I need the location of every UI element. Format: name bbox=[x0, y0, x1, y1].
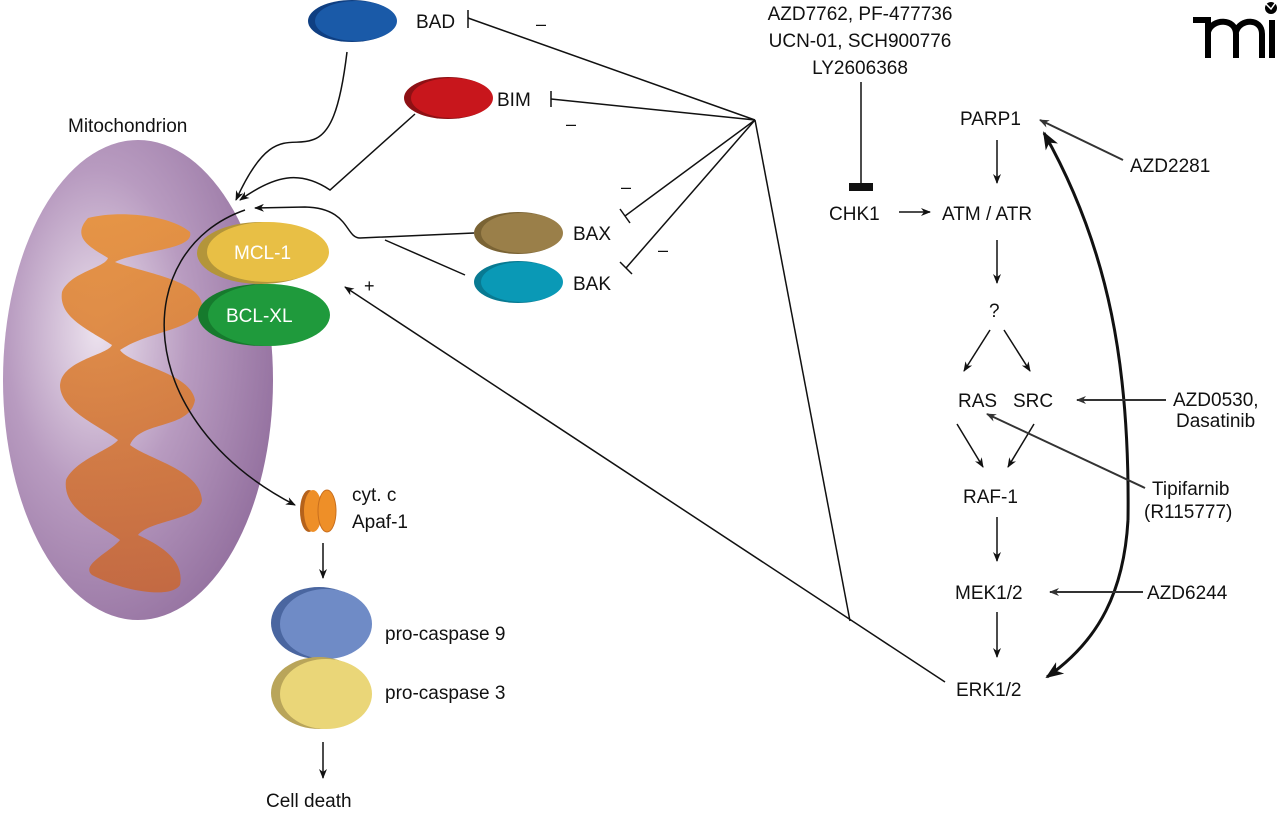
cell-death-label: Cell death bbox=[266, 791, 352, 812]
bad-ellipse bbox=[315, 1, 397, 41]
ras-label: RAS bbox=[958, 391, 997, 412]
bclxl-ellipse bbox=[208, 284, 330, 346]
src-to-raf-arrow bbox=[1007, 423, 1035, 468]
hub-to-bim-inhibit bbox=[550, 98, 756, 121]
apaf1-label: Apaf-1 bbox=[352, 512, 408, 533]
inhibition-hub: – – – – bbox=[467, 10, 851, 622]
bak-node: BAK bbox=[474, 261, 611, 303]
bak-tbar bbox=[619, 261, 633, 275]
logo-m-shape bbox=[1193, 17, 1265, 58]
bax-effect-sign: – bbox=[621, 177, 631, 197]
bim-label: BIM bbox=[497, 90, 531, 111]
ras-drug-label-1: Tipifarnib bbox=[1152, 479, 1229, 500]
procaspase3-label: pro-caspase 3 bbox=[385, 683, 505, 704]
bad-node: BAD bbox=[308, 0, 455, 42]
logo-check bbox=[1265, 1, 1277, 11]
src-drug-label-2: Dasatinib bbox=[1176, 411, 1255, 432]
parp-drug-arrow bbox=[1039, 119, 1124, 161]
bim-to-mito-arrow bbox=[239, 113, 416, 201]
procaspase3-ellipse bbox=[280, 659, 372, 729]
chk1-inhibitor-line-3: LY2606368 bbox=[812, 58, 908, 79]
hub-to-erk-line bbox=[754, 119, 851, 622]
bax-node: BAX bbox=[474, 212, 611, 254]
unknown-label: ? bbox=[989, 301, 1000, 322]
mek-drug-label: AZD6244 bbox=[1147, 583, 1228, 604]
procaspase9-node: pro-caspase 9 bbox=[271, 587, 505, 659]
bim-ellipse bbox=[411, 78, 493, 118]
bak-label: BAK bbox=[573, 274, 611, 295]
bax-to-mito-arrow bbox=[254, 203, 475, 239]
bad-label: BAD bbox=[416, 12, 455, 33]
cytc-label: cyt. c bbox=[352, 485, 396, 506]
mcl1-label: MCL-1 bbox=[234, 243, 291, 264]
chk1-label: CHK1 bbox=[829, 204, 880, 225]
bak-ellipse bbox=[481, 262, 563, 302]
hub-to-bad-inhibit bbox=[467, 17, 756, 121]
bax-tbar bbox=[619, 208, 631, 224]
chk1-inhibitor-line-1: AZD7762, PF-477736 bbox=[768, 4, 953, 25]
bim-node: BIM bbox=[404, 77, 531, 119]
bim-effect-sign: – bbox=[566, 114, 576, 134]
procaspase3-node: pro-caspase 3 bbox=[271, 657, 505, 729]
parp-drug-label: AZD2281 bbox=[1130, 156, 1210, 177]
atm-atr-label: ATM / ATR bbox=[942, 204, 1032, 225]
drug-inhibitors: AZD2281 AZD0530, Dasatinib Tipifarnib (R… bbox=[986, 119, 1259, 604]
hub-to-bak-inhibit bbox=[625, 119, 756, 269]
erk-label: ERK1/2 bbox=[956, 680, 1021, 701]
apaf1-shape-right bbox=[317, 489, 337, 533]
mcl1-node: MCL-1 bbox=[197, 222, 329, 284]
src-drug-label-1: AZD0530, bbox=[1173, 390, 1259, 411]
chk1-inhibitors: AZD7762, PF-477736 UCN-01, SCH900776 LY2… bbox=[768, 4, 953, 79]
procaspase9-ellipse bbox=[280, 589, 372, 659]
parp1-label: PARP1 bbox=[960, 109, 1021, 130]
chk1-inhibitor-line-2: UCN-01, SCH900776 bbox=[769, 31, 952, 52]
bak-to-mito-line bbox=[384, 239, 466, 276]
bax-label: BAX bbox=[573, 224, 611, 245]
chk1-inhibit-bar bbox=[849, 183, 873, 191]
ras-drug-arrow bbox=[986, 413, 1146, 489]
bad-to-mito-arrow bbox=[235, 51, 348, 201]
erk-parp1-feedback-arrow-down bbox=[1045, 519, 1130, 679]
bclxl-label: BCL-XL bbox=[226, 306, 293, 327]
mi-logo bbox=[1193, 1, 1277, 58]
signaling-pathway: PARP1 CHK1 ATM / ATR ? RAS SRC RAF-1 MEK… bbox=[829, 109, 1130, 701]
hub-to-bax-inhibit bbox=[624, 119, 756, 217]
cytc-apaf1-node: cyt. c Apaf-1 bbox=[300, 485, 408, 533]
unknown-to-src-arrow bbox=[1003, 329, 1031, 372]
unknown-to-ras-arrow bbox=[963, 329, 991, 372]
ras-to-raf-arrow bbox=[956, 423, 984, 468]
bclxl-node: BCL-XL bbox=[198, 284, 330, 346]
erk-to-bclxl-arrow bbox=[344, 286, 946, 683]
bak-effect-sign: – bbox=[658, 240, 668, 260]
raf1-label: RAF-1 bbox=[963, 487, 1018, 508]
procaspase9-label: pro-caspase 9 bbox=[385, 624, 505, 645]
mitochondrion: Mitochondrion bbox=[3, 116, 273, 620]
mito-to-cytc-arrow bbox=[163, 209, 296, 506]
erk-effect-sign: + bbox=[364, 276, 375, 296]
bax-ellipse bbox=[481, 213, 563, 253]
mek-label: MEK1/2 bbox=[955, 583, 1023, 604]
mitochondrion-label: Mitochondrion bbox=[68, 116, 187, 137]
mitochondrion-cristae bbox=[60, 214, 202, 593]
mcl1-ellipse bbox=[207, 222, 329, 282]
src-label: SRC bbox=[1013, 391, 1053, 412]
bad-effect-sign: – bbox=[536, 14, 546, 34]
erk-parp1-feedback-arrow-up bbox=[1042, 131, 1130, 521]
cytc-shape-left bbox=[304, 490, 322, 532]
ras-drug-label-2: (R115777) bbox=[1144, 502, 1232, 523]
